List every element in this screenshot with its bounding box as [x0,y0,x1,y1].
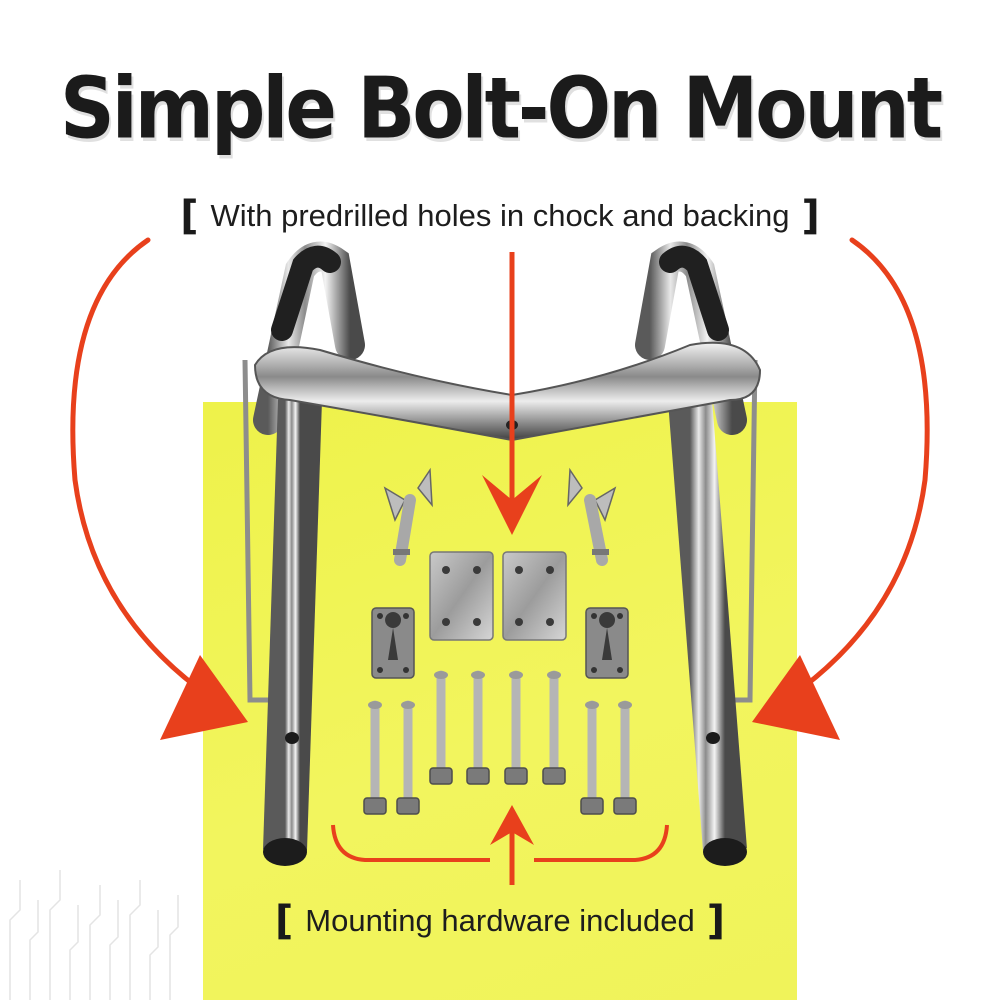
keyhole-plate-right [585,607,629,679]
bracket-open: [ [274,898,294,944]
bracket-open: [ [180,193,199,239]
curved-arrow-left-icon [70,237,248,740]
machine-screws [363,670,637,815]
down-arrow-center-icon [482,252,542,535]
back-left-rail [253,241,365,435]
keyhole-plate-left [371,607,415,679]
caption-bottom-text: Mounting hardware included [305,903,695,938]
front-right-leg [668,398,747,866]
wing-bolt-left [383,467,433,566]
curved-arrow-right-icon [752,237,930,740]
caption-top-text: With predrilled holes in chock and backi… [210,198,790,233]
bracket-close: ] [801,193,820,239]
back-right-rail [635,241,747,435]
backing-plate-right [502,551,567,641]
caption-top: [ With predrilled holes in chock and bac… [0,190,1000,242]
backing-plate-left [429,551,494,641]
caption-bottom: [ Mounting hardware included ] [0,895,1000,947]
headline: Simple Bolt-On Mount [59,58,943,158]
front-left-leg [263,399,322,866]
up-arrow-bottom-icon [331,805,669,885]
wing-bolt-right [567,467,617,566]
bracket-close: ] [706,898,726,944]
